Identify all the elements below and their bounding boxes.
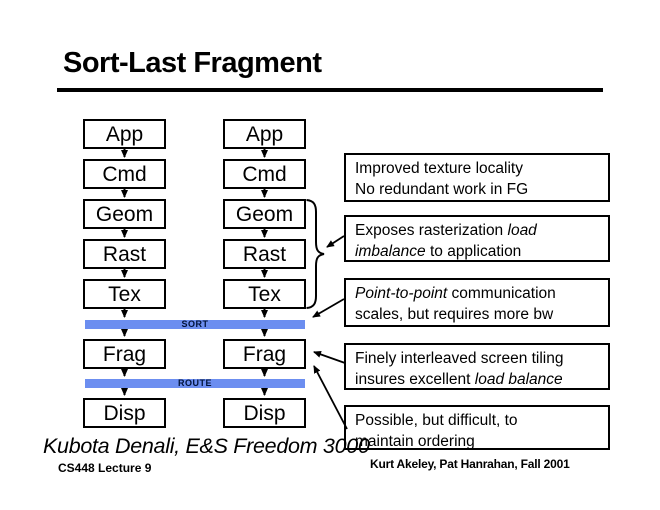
note-line: Improved texture locality [355,160,523,177]
pipeline-box-frag: Frag [83,339,166,369]
arrow-to-frag-top [313,351,346,364]
pipeline-box-label: Frag [242,342,287,366]
pipeline-box-disp: Disp [223,398,306,428]
note-line: Exposes rasterization load [355,222,537,239]
note-line: No redundant work in FG [355,181,529,198]
note-line: Finely interleaved screen tiling [355,350,564,367]
hardware-caption: Kubota Denali, E&S Freedom 3000 [43,434,370,458]
note-line: imbalance to application [355,243,522,260]
pipeline-box-label: Geom [95,202,154,226]
note-box-texture-locality: Improved texture locality No redundant wo… [344,153,610,202]
pipeline-box-label: Tex [248,282,281,306]
grouping-brace [306,199,325,309]
note-line: maintain ordering [355,433,475,450]
pipeline-box-label: App [245,122,284,146]
arrow-to-brace [326,235,345,248]
pipeline-box-tex: Tex [223,279,306,309]
note-line: insures excellent load balance [355,371,563,388]
footer-course: CS448 Lecture 9 [58,461,152,475]
pipeline-box-label: Geom [235,202,294,226]
note-box-load-imbalance: Exposes rasterization load imbalance to a… [344,215,610,262]
pipeline-box-rast: Rast [83,239,166,269]
pipeline-box-geom: Geom [83,199,166,229]
pipeline-box-disp: Disp [83,398,166,428]
arrow-to-frag-side [313,365,348,430]
route-bar: ROUTE [85,379,305,388]
note-line: scales, but requires more bw [355,306,554,323]
pipeline-box-label: Cmd [102,162,147,186]
pipeline-box-app: App [83,119,166,149]
pipeline-box-label: Cmd [242,162,287,186]
note-line: Possible, but difficult, to [355,412,518,429]
pipeline-box-label: Frag [102,342,147,366]
pipeline-box-cmd: Cmd [83,159,166,189]
route-bar-label: ROUTE [178,378,212,388]
sort-bar-label: SORT [181,319,209,329]
sort-bar: SORT [85,320,305,329]
pipeline-box-label: Tex [108,282,141,306]
pipeline-box-geom: Geom [223,199,306,229]
pipeline-box-label: Rast [102,242,147,266]
pipeline-box-cmd: Cmd [223,159,306,189]
footer-authors: Kurt Akeley, Pat Hanrahan, Fall 2001 [370,457,570,471]
note-box-screen-tiling: Finely interleaved screen tiling insures … [344,343,610,390]
pipeline-box-rast: Rast [223,239,306,269]
pipeline-box-label: Disp [243,401,286,425]
slide-title: Sort-Last Fragment [63,47,322,79]
title-underline [57,88,603,92]
note-box-ordering: Possible, but difficult, to maintain orde… [344,405,610,450]
pipeline-box-app: App [223,119,306,149]
pipeline-box-label: App [105,122,144,146]
pipeline-box-tex: Tex [83,279,166,309]
pipeline-box-frag: Frag [223,339,306,369]
pipeline-box-label: Disp [103,401,146,425]
pipeline-box-label: Rast [242,242,287,266]
arrow-to-sort-bar [312,298,345,318]
note-line: Point-to-point communication [355,285,556,302]
note-box-point-to-point: Point-to-point communication scales, but … [344,278,610,327]
